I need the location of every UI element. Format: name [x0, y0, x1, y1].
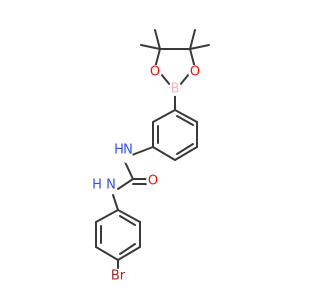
- bond-methyl-2: [154, 29, 161, 50]
- amine-lower-h-label: H: [92, 178, 102, 193]
- bond-ring2-double-2: [119, 243, 136, 255]
- bond-c-n-lower: [117, 178, 134, 190]
- ring-oxygen-left-label: O: [150, 65, 160, 80]
- boron-label-bg: [168, 82, 182, 96]
- bond-methyl-4: [189, 44, 210, 50]
- bond-ring2-f: [95, 209, 119, 223]
- bond-ring2-d: [95, 246, 119, 261]
- bond-ring1-double-1: [176, 115, 194, 126]
- bond-o-left-c: [154, 48, 161, 69]
- amine-upper-h-label: H: [114, 143, 124, 158]
- o-right-label-bg: [188, 65, 202, 79]
- ring-oxygen-right-label: O: [190, 65, 200, 80]
- bond-aryl-n-upper: [131, 146, 154, 156]
- bond-ring2-double-1: [119, 215, 136, 226]
- bond-ring1-a: [174, 109, 198, 123]
- bond-o-right-c: [189, 48, 196, 69]
- bond-ring1-double-2: [176, 143, 194, 155]
- bromine-atom-label: Br: [111, 269, 126, 284]
- bond-ring2-c: [117, 246, 141, 261]
- n-lower-label-bg: [105, 180, 117, 192]
- amine-upper-n-label: N: [123, 143, 133, 158]
- bond-layer: [95, 29, 210, 269]
- molecule-structure-diagram: B O O H N O H N Br: [92, 29, 210, 284]
- bond-n-lower-aryl: [112, 194, 119, 211]
- o-left-label-bg: [148, 65, 162, 79]
- bond-ring1-d: [152, 146, 176, 161]
- carbonyl-oxygen-label: O: [148, 174, 158, 189]
- bond-methyl-3: [189, 29, 196, 50]
- amine-lower-n-label: N: [106, 178, 116, 193]
- atom-label-layer: B O O H N O H N Br: [92, 65, 202, 284]
- carbonyl-o-label-bg: [146, 174, 160, 188]
- bond-n-upper-c: [124, 161, 134, 180]
- bond-ring1-c: [174, 146, 198, 161]
- n-upper-label-bg: [121, 151, 133, 163]
- boron-atom-label: B: [171, 82, 180, 97]
- bond-ring2-a: [117, 209, 141, 223]
- bond-methyl-1: [140, 44, 161, 50]
- bond-ring1-f: [152, 109, 176, 123]
